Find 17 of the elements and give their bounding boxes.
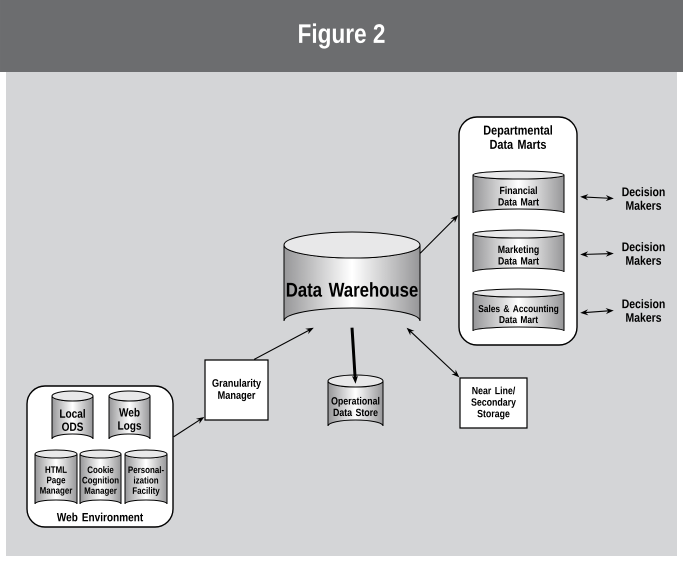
cylinder: Financial Data Mart [472,170,564,214]
cylinder: Cookie Cognition Manager [80,450,122,504]
container-heading: Departmental Data Marts [484,125,552,149]
cylinder: Sales & Accounting Data Mart [472,288,564,332]
process-box: Near Line/ Secondary Storage [459,377,528,429]
cylinder: Marketing Data Mart [472,230,564,272]
cylinder: Local ODS [52,390,94,440]
cylinder: Operational Data Store [328,374,384,426]
title-banner: Figure 2 [0,0,683,72]
container-heading: Web Environment [56,512,144,522]
cylinder: Web Logs [108,390,150,440]
node-label: Decision Makers [622,242,665,265]
cylinder: HTML Page Manager [34,450,78,504]
cylinder: Personal- ization Facility [124,450,168,504]
process-box: Granularity Manager [204,359,269,421]
node-label: Decision Makers [622,299,665,322]
node-label: Decision Makers [622,187,665,210]
